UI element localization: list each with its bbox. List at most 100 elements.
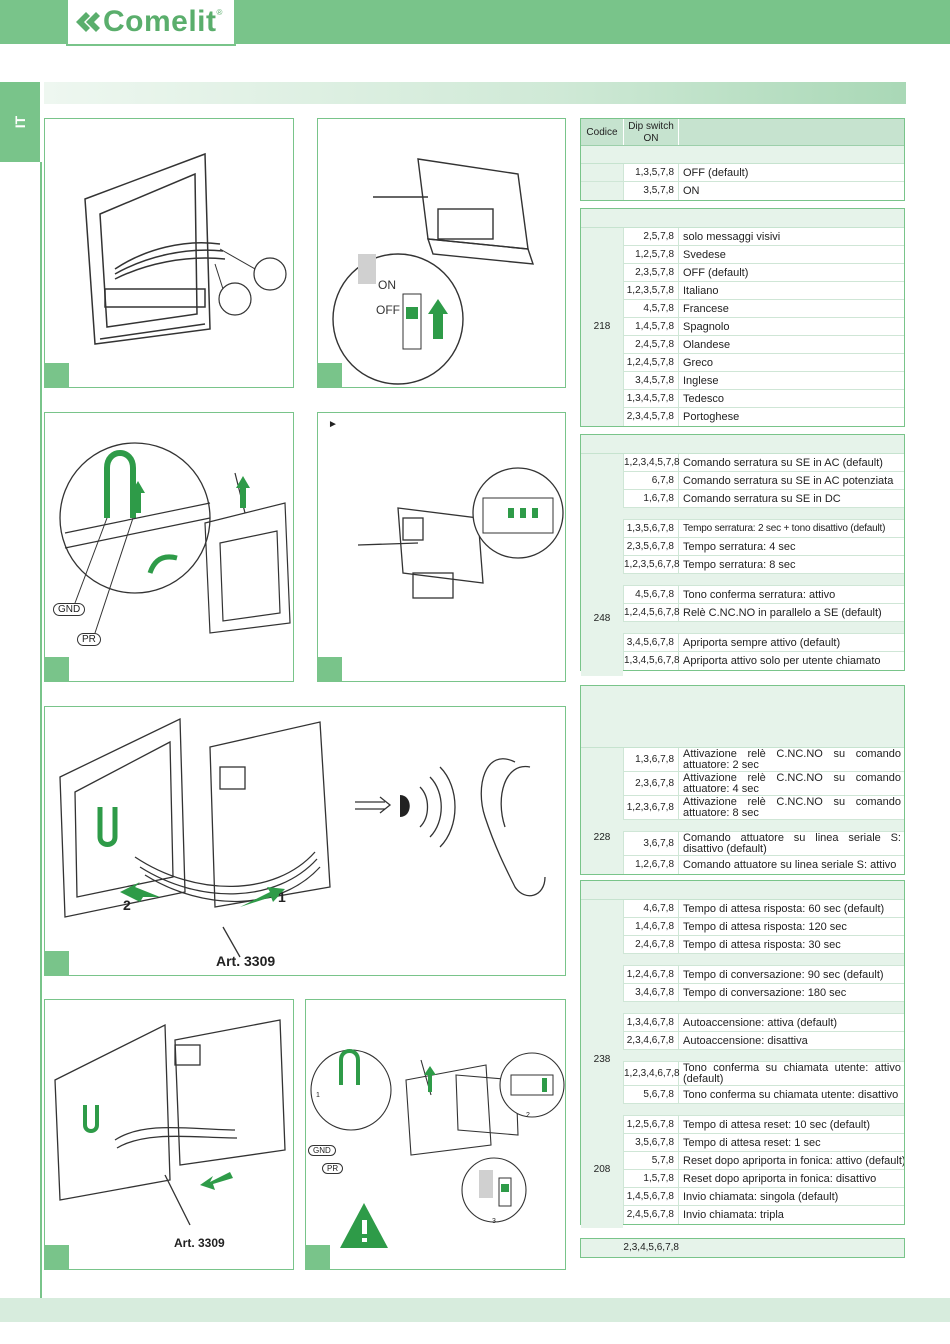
dip-cell: 1,3,4,5,7,8 — [623, 390, 679, 407]
description-cell: Autoaccensione: attiva (default) — [683, 1017, 838, 1029]
description-cell: Reset dopo apriporta in fonica: disattiv… — [683, 1173, 877, 1185]
dip-cell: 1,2,3,4,5,7,8 — [623, 454, 680, 471]
dip-cell: 1,4,6,7,8 — [623, 918, 679, 935]
section-title-bar — [44, 82, 906, 104]
description-cell: Apriporta sempre attivo (default) — [683, 637, 841, 649]
module-dip-illustration — [357, 467, 564, 599]
dip-cell: 3,6,7,8 — [623, 832, 679, 855]
dip-cell: 2,3,5,7,8 — [623, 264, 679, 281]
step-small-3: 3 — [492, 1218, 496, 1225]
brand-name: Comelit — [103, 5, 217, 38]
comelit-logo-icon — [76, 12, 100, 32]
dip-cell: 1,6,7,8 — [623, 490, 679, 507]
figure-module-switch: ON OFF — [317, 118, 566, 388]
table-band — [581, 435, 904, 454]
description-cell: Invio chiamata: tripla — [683, 1209, 784, 1221]
bullet-marker: ► — [328, 419, 338, 430]
gnd-label-small: GND — [308, 1145, 336, 1156]
description-cell: Spagnolo — [683, 321, 730, 333]
description-cell: Relè C.NC.NO in parallelo a SE (default) — [683, 607, 882, 619]
code-cell-208: 208 — [581, 1120, 623, 1228]
dip-cell: 4,6,7,8 — [623, 900, 679, 917]
figure-flat-cable-sound: Art. 3309 1 2 — [44, 706, 566, 976]
description-cell: Comando serratura su SE in DC — [683, 493, 841, 505]
figure-summary-warning: GND PR 1 2 3 — [305, 999, 566, 1270]
art-3309-label-2: Art. 3309 — [174, 1236, 225, 1250]
description-cell: Olandese — [683, 339, 731, 351]
table-row: 2,3,4,5,6,7,8 — [581, 1239, 904, 1257]
language-tab-label: IT — [11, 115, 28, 129]
language-tab[interactable]: IT — [0, 82, 40, 162]
summary-illustration — [310, 1049, 565, 1248]
side-rule — [40, 162, 42, 1302]
jumper-illustration — [59, 442, 291, 634]
dip-cell: 1,5,7,8 — [623, 1170, 679, 1187]
description-cell: Attivazione relè C.NC.NO su comando attu… — [683, 748, 901, 771]
switch-on-label: ON — [378, 278, 396, 292]
dip-cell: 1,2,3,6,7,8 — [623, 796, 679, 819]
description-cell: Francese — [683, 303, 729, 315]
description-cell: Tempo di attesa risposta: 120 sec — [683, 921, 847, 933]
dip-cell: 1,3,4,5,6,7,8 — [623, 652, 680, 670]
description-cell: Comando attuatore su linea seriale S: at… — [683, 859, 897, 871]
description-cell: Tono conferma su chiamata utente: attivo… — [683, 1062, 901, 1085]
codice-header: Codice — [586, 127, 618, 138]
code-cell: 228 — [581, 748, 623, 866]
description-cell: OFF (default) — [683, 267, 749, 279]
description-cell: Tempo di attesa risposta: 30 sec — [683, 939, 841, 951]
group-separator — [581, 820, 904, 832]
group-separator — [581, 574, 904, 586]
description-cell: ON — [683, 185, 700, 197]
step-number-1: 1 — [278, 889, 286, 905]
table-row: 1,3,4,5,7,8 Tedesco — [581, 390, 904, 408]
dip-cell: 1,2,3,5,6,7,8 — [623, 556, 680, 573]
code-cell — [581, 1239, 623, 1257]
dip-cell: 3,4,5,7,8 — [623, 372, 679, 389]
description-cell — [683, 1239, 904, 1257]
dip-cell: 6,7,8 — [623, 472, 679, 489]
group-separator — [581, 1002, 904, 1014]
dip-cell: 1,4,5,7,8 — [623, 318, 679, 335]
switch-off-label: OFF — [376, 303, 400, 317]
dip-cell: 2,4,5,7,8 — [623, 336, 679, 353]
figure-tag — [306, 1245, 330, 1269]
figure-tag — [45, 1245, 69, 1269]
description-cell: Tempo di attesa risposta: 60 sec (defaul… — [683, 903, 885, 915]
description-cell: Comando serratura su SE in AC (default) — [683, 457, 883, 469]
description-cell: Reset dopo apriporta in fonica: attivo (… — [683, 1155, 904, 1167]
description-cell: Comando attuatore su linea seriale S: di… — [683, 832, 901, 855]
dip-cell: 3,4,5,6,7,8 — [623, 634, 679, 651]
dip-cell: 1,3,4,6,7,8 — [623, 1014, 679, 1031]
figure-jumper-gnd-pr: GND PR — [44, 412, 294, 682]
description-cell: Tempo di attesa reset: 10 sec (default) — [683, 1119, 871, 1131]
dip-cell: 1,2,3,4,6,7,8 — [623, 1062, 680, 1085]
dip-cell: 1,3,6,7,8 — [623, 748, 679, 771]
pr-label-small: PR — [322, 1163, 344, 1174]
code-cell-238: 238 — [581, 900, 623, 1120]
step-small-2: 2 — [526, 1112, 530, 1119]
dip-cell: 2,3,4,5,6,7,8 — [623, 1242, 679, 1253]
dip-cell: 1,2,4,5,7,8 — [623, 354, 679, 371]
code-cell — [581, 164, 623, 181]
description-cell: Tedesco — [683, 393, 724, 405]
dip-cell: 1,2,4,6,7,8 — [623, 966, 679, 983]
dip-cell: 1,2,3,5,7,8 — [623, 282, 679, 299]
table-row: 1,3,4,6,7,8 Autoaccensione: attiva (defau… — [581, 1014, 904, 1032]
